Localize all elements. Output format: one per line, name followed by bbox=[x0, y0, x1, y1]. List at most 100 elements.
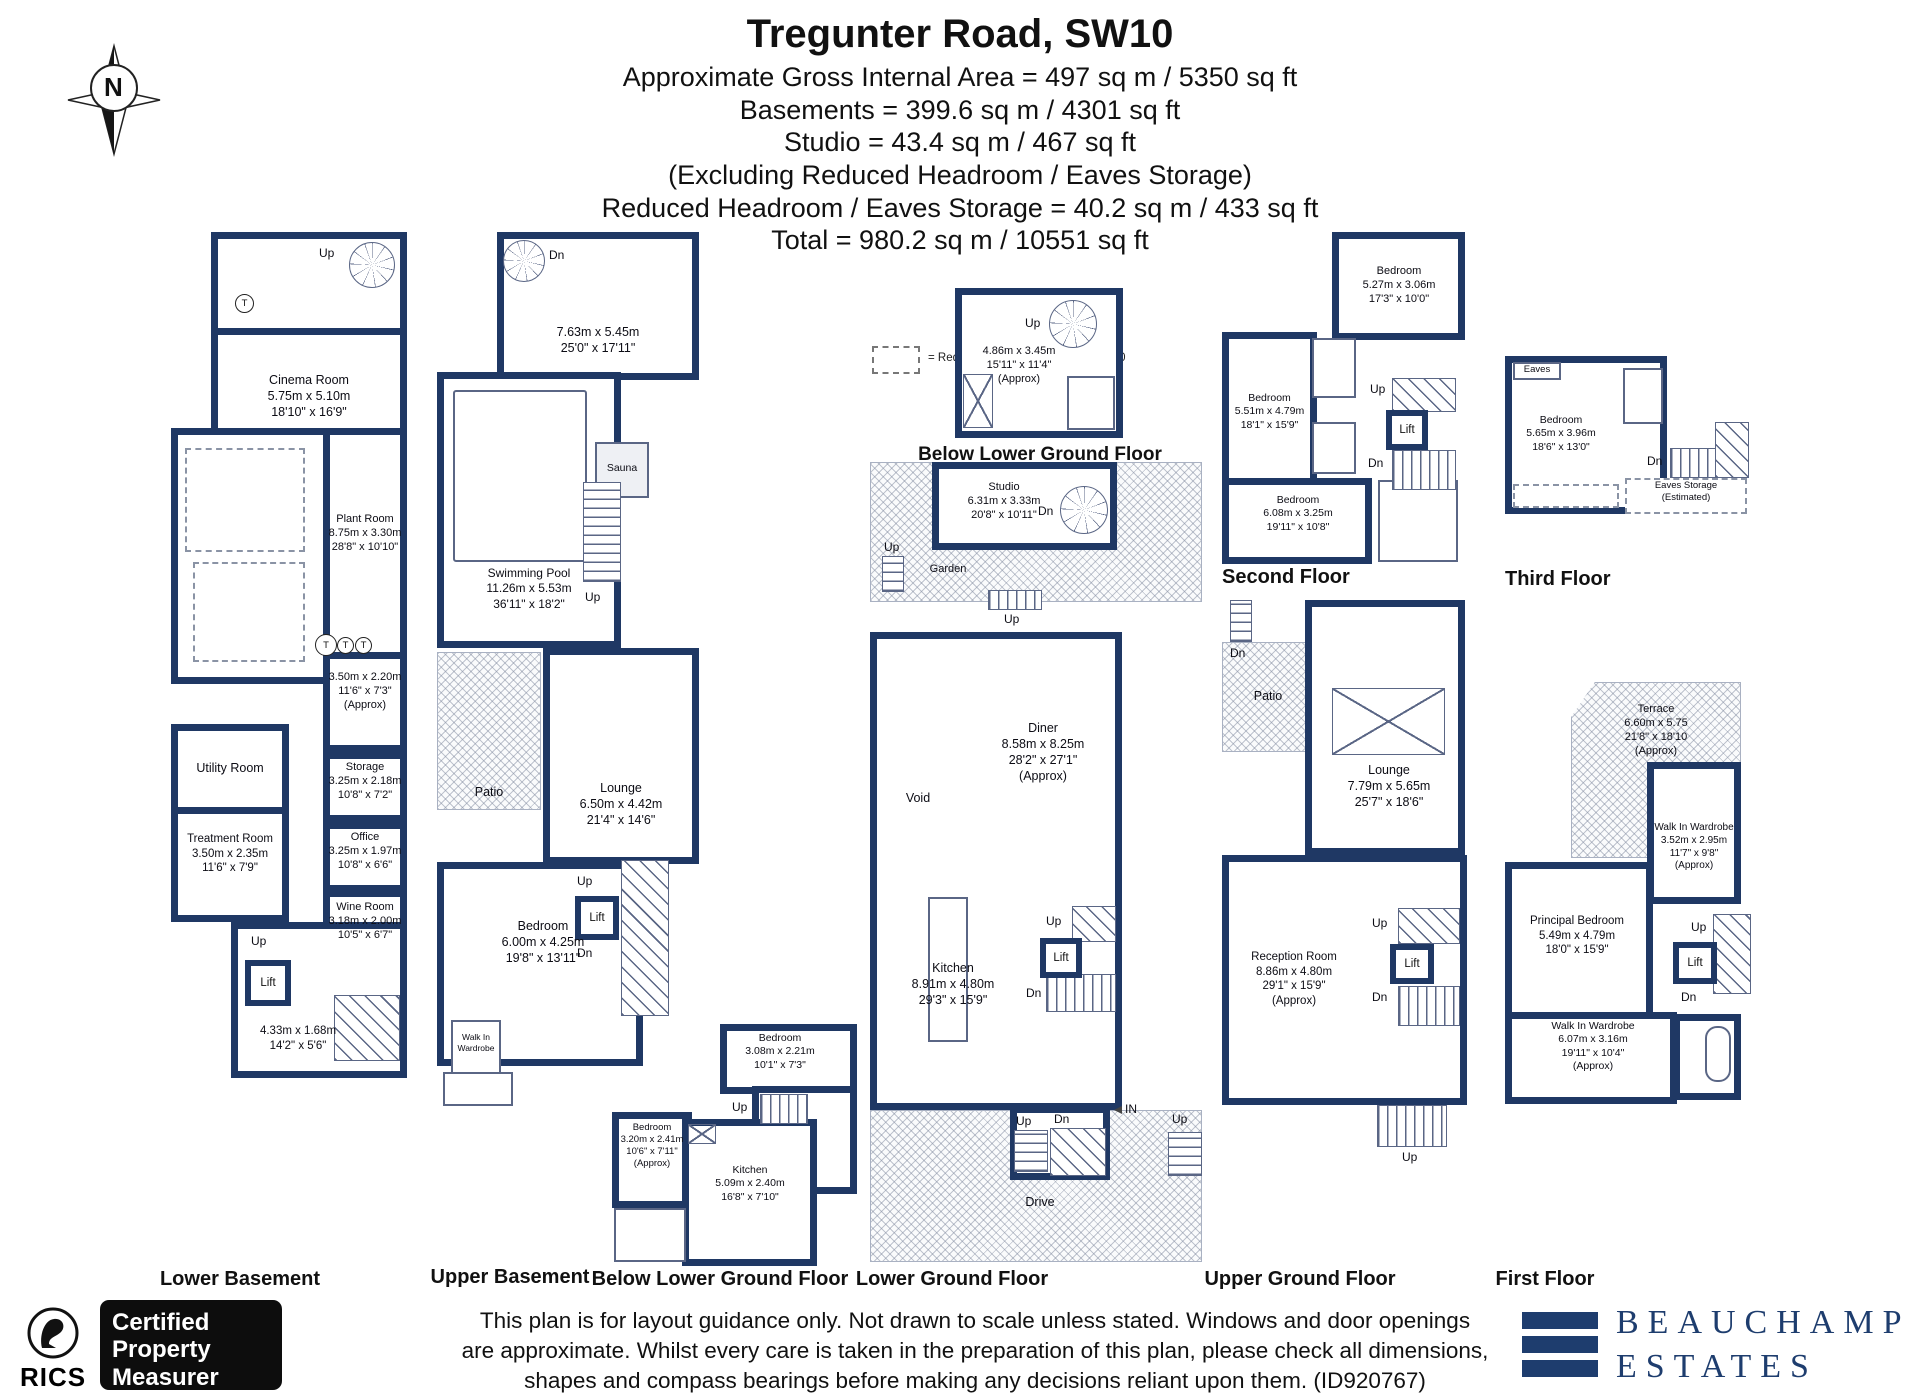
room-dim-m: 7.63m x 5.45m bbox=[556, 325, 640, 339]
room-dim-ft: 28'2" x 27'1" bbox=[1008, 753, 1078, 767]
stairs bbox=[1715, 422, 1749, 478]
room-dim-ft: 25'0" x 17'11" bbox=[560, 341, 636, 355]
room-dim-m: 5.09m x 2.40m bbox=[715, 1177, 785, 1190]
room-name: Eaves Storage bbox=[1654, 480, 1718, 491]
title-area-line: Approximate Gross Internal Area = 497 sq… bbox=[622, 62, 1298, 92]
tf-bathroom bbox=[1623, 368, 1663, 424]
sf-bathroom-1 bbox=[1312, 338, 1356, 398]
room-dim-ft: 15'11" x 11'4" bbox=[986, 359, 1052, 372]
second-floor-plan: Bedroom 5.27m x 3.06m 17'3" x 10'0" Bedr… bbox=[1222, 232, 1465, 564]
room-dim-m: 3.25m x 2.18m bbox=[328, 775, 402, 788]
room-name: Wine Room bbox=[336, 901, 394, 913]
compass-icon bbox=[67, 43, 161, 157]
lower-basement-plan: Up T Cinema Room 5.75m x 5.10m 18'10" x … bbox=[171, 232, 407, 1078]
room-label: Swimming Pool 11.26m x 5.53m 36'11" x 18… bbox=[459, 566, 599, 612]
title-excluding-line: (Excluding Reduced Headroom / Eaves Stor… bbox=[668, 159, 1252, 190]
certified-property-measurer-badge: Certified Property Measurer bbox=[100, 1300, 282, 1391]
room-label: Void bbox=[886, 790, 950, 806]
room-dim-m: 3.50m x 2.35m bbox=[191, 847, 269, 860]
room-dim-ft: 11'6" x 7'9" bbox=[202, 862, 258, 875]
room-name: Reception Room bbox=[1251, 951, 1337, 963]
stairs bbox=[1050, 1128, 1106, 1176]
ff-walk-in-wardrobe-1 bbox=[1647, 762, 1741, 904]
skylight-marker bbox=[688, 1124, 716, 1144]
room-dim-ft: 20'8" x 10'11" bbox=[971, 509, 1037, 522]
swimming-pool-basin bbox=[453, 390, 587, 562]
stairs-up-label: Up bbox=[1172, 1112, 1188, 1126]
stairs-dn-label: Dn bbox=[1681, 990, 1697, 1004]
room-dim-ft: 19'8" x 13'11" bbox=[505, 951, 581, 965]
disclaimer-line: This plan is for layout guidance only. N… bbox=[479, 1308, 1471, 1333]
room-dim-m: 5.75m x 5.10m bbox=[267, 389, 351, 403]
room-note: (Approx) bbox=[633, 1158, 671, 1170]
entrance-in-label: IN bbox=[1114, 1102, 1137, 1116]
room-dim-m: 5.27m x 3.06m bbox=[1362, 279, 1436, 292]
room-dim-ft: 18'6" x 13'0" bbox=[1532, 440, 1590, 453]
floor-label-lower-basement: Lower Basement bbox=[159, 1268, 321, 1290]
stairs-up-label: Up bbox=[1370, 382, 1386, 396]
room-name: Studio bbox=[988, 481, 1020, 493]
thermostat-marker: T bbox=[337, 637, 354, 654]
wardrobe-marker bbox=[963, 374, 993, 428]
in-arrow-icon bbox=[1114, 1105, 1122, 1114]
room-dim-ft: 18'10" x 16'9" bbox=[271, 405, 347, 419]
room-dim-ft: 19'11" x 10'8" bbox=[1266, 520, 1330, 533]
floor-label-third: Third Floor bbox=[1505, 568, 1611, 590]
stairs-dn-label: Dn bbox=[1647, 454, 1663, 468]
room-dim-m: 6.00m x 4.25m bbox=[501, 935, 585, 949]
room-label: 4.86m x 3.45m 15'11" x 11'4" (Approx) bbox=[963, 344, 1075, 386]
room-label: Reception Room 8.86m x 4.80m 29'1" x 15'… bbox=[1244, 950, 1344, 1009]
beauchamp-logo-bar bbox=[1522, 1360, 1598, 1377]
floor-label-below-lower-ground: Below Lower Ground Floor bbox=[591, 1268, 849, 1290]
room-dim-m: 8.91m x 4.80m bbox=[911, 977, 995, 991]
room-note: (Approx) bbox=[343, 699, 387, 712]
room-label: Patio bbox=[1236, 688, 1300, 704]
room-note: (Approx) bbox=[1674, 860, 1714, 872]
stairs-up-label: Up bbox=[1004, 612, 1020, 626]
stairs bbox=[1072, 906, 1116, 942]
badge-line: Certified bbox=[112, 1309, 210, 1336]
room-name: Utility Room bbox=[196, 761, 264, 775]
stairs bbox=[1168, 1132, 1202, 1176]
stairs-up-label: Up bbox=[585, 590, 601, 604]
room-label: Bedroom 3.08m x 2.21m 10'1" x 7'3" bbox=[724, 1032, 836, 1072]
thermostat-marker: T bbox=[355, 637, 372, 654]
room-label: Kitchen 8.91m x 4.80m 29'3" x 15'9" bbox=[898, 960, 1008, 1008]
room-label: Principal Bedroom 5.49m x 4.79m 18'0" x … bbox=[1517, 914, 1637, 958]
room-dim-m: 6.31m x 3.33m bbox=[967, 495, 1041, 508]
lower-ground-plan: Dn Studio 6.31m x 3.33m 20'8" x 10'11" U… bbox=[870, 462, 1202, 1262]
room-name: Terrace bbox=[1637, 703, 1675, 715]
room-label: Kitchen 5.09m x 2.40m 16'8" x 7'10" bbox=[690, 1164, 810, 1204]
room-label: Treatment Room 3.50m x 2.35m 11'6" x 7'9… bbox=[173, 832, 287, 876]
room-label: Sauna bbox=[595, 462, 649, 475]
stairs bbox=[334, 995, 400, 1061]
thermostat-marker: T bbox=[235, 294, 254, 313]
room-note: (Approx) bbox=[1019, 769, 1067, 783]
lift: Lift bbox=[245, 960, 291, 1006]
title-total-line: Total = 980.2 sq m / 10551 sq ft bbox=[771, 225, 1149, 256]
rics-lion-icon bbox=[18, 1306, 98, 1366]
room-dim-ft: 11'6" x 7'3" bbox=[338, 685, 392, 698]
room-dim-m: 5.51m x 4.79m bbox=[1234, 405, 1305, 418]
beauchamp-wordmark-line1: BEAUCHAMP bbox=[1616, 1304, 1911, 1341]
room-label: Cinema Room 5.75m x 5.10m 18'10" x 16'9" bbox=[223, 372, 395, 420]
stairs bbox=[882, 556, 904, 592]
beauchamp-logo-bar bbox=[1522, 1336, 1598, 1353]
room-label: Studio 6.31m x 3.33m 20'8" x 10'11" bbox=[954, 480, 1054, 522]
disclaimer-line: are approximate. Whilst every care is ta… bbox=[461, 1337, 1489, 1363]
room-dim-m: 11.26m x 5.53m bbox=[486, 581, 572, 596]
thermostat-marker: T bbox=[315, 634, 337, 656]
room-label: Bedroom 3.20m x 2.41m 10'6" x 7'11" (App… bbox=[612, 1122, 692, 1171]
room-dim-m: 3.25m x 1.97m bbox=[328, 845, 402, 858]
room-label: Plant Room 8.75m x 3.30m 28'8" x 10'10" bbox=[319, 512, 411, 554]
room-label: Diner 8.58m x 8.25m 28'2" x 27'1" (Appro… bbox=[988, 720, 1098, 784]
title-block: Tregunter Road, SW10 Approximate Gross I… bbox=[0, 12, 1920, 257]
tf-eaves-storage bbox=[1625, 478, 1747, 514]
sf-bedroom-2 bbox=[1222, 332, 1317, 497]
room-note: (Approx) bbox=[1634, 745, 1678, 758]
room-label: Storage 3.25m x 2.18m 10'8" x 7'2" bbox=[319, 760, 411, 802]
room-dim-m: 4.33m x 1.68m bbox=[259, 1025, 337, 1037]
room-note: (Approx) bbox=[1572, 1060, 1614, 1073]
room-name: Principal Bedroom bbox=[1530, 915, 1624, 927]
